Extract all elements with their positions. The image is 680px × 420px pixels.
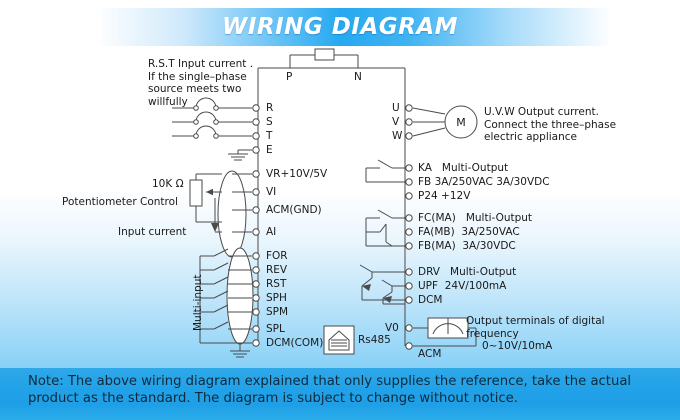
terminal-name-p24: P24 <box>418 190 438 202</box>
terminal-label-acm-gnd: ACM(GND) <box>266 204 322 216</box>
terminal-label-e: E <box>266 144 273 156</box>
terminal-label-v: V <box>392 116 400 128</box>
terminal-label-ai: AI <box>266 226 277 238</box>
terminal-spec-fc-ma: Multi-Output <box>465 212 533 224</box>
terminal-spec-fa-mb: 3A/250VAC <box>461 226 520 238</box>
terminal-label-dcm-com: DCM(COM) <box>266 337 324 349</box>
wiring-diagram: M R.S.T Input current .If the single–pha… <box>0 46 680 368</box>
note-text: Note: The above wiring diagram explained… <box>28 374 632 406</box>
motor-symbol-text: M <box>456 116 466 129</box>
multi-input-label: Multi-input <box>192 274 204 331</box>
terminal-label-sph: SPH <box>266 292 287 304</box>
rs485-label: Rs485 <box>358 334 391 346</box>
terminal-label-r: R <box>266 102 274 114</box>
terminal-label-t: T <box>266 130 273 142</box>
terminal-label-s: S <box>266 116 273 128</box>
terminal-name-drv: DRV <box>418 266 440 278</box>
pot-resistor-label: 10K Ω <box>152 178 184 190</box>
header-banner <box>0 8 680 46</box>
terminal-label-rst: RST <box>266 278 287 290</box>
terminal-label-w: W <box>392 130 403 142</box>
terminal-label-spl: SPL <box>266 323 285 335</box>
motor-note-label: U.V.W Output current.Connect the three–p… <box>484 106 617 143</box>
terminal-label-p: P <box>286 71 293 83</box>
input-note-label: R.S.T Input current .If the single–phase… <box>148 58 254 108</box>
terminal-name-fc-ma: FC(MA) <box>418 212 456 224</box>
terminal-spec-drv: Multi-Output <box>450 266 517 278</box>
terminal-label-v0: V0 <box>385 322 399 334</box>
terminal-label-vi: VI <box>266 186 277 198</box>
terminal-label-fa-mb: FA(MB) 3A/250VAC <box>418 226 520 239</box>
terminal-spec-ka: Multi-Output <box>441 162 509 174</box>
page-title: WIRING DIAGRAM <box>221 14 459 40</box>
terminal-label-upf: UPF 24V/100mA <box>418 280 506 293</box>
terminal-label-rev: REV <box>266 264 288 276</box>
meter-note-line2: frequency <box>466 327 519 340</box>
terminal-spec-p24: +12V <box>441 190 471 202</box>
meter-note-line1: Output terminals of digital <box>466 315 605 327</box>
terminal-label-drv: DRV Multi-Output <box>418 266 516 279</box>
pot-control-label: Potentiometer Control <box>62 196 178 208</box>
note-banner <box>0 368 680 420</box>
input-current-label: Input current <box>118 226 187 238</box>
terminal-name-ka: KA <box>418 162 432 174</box>
terminal-label-u: U <box>392 102 400 114</box>
terminal-label-p24: P24 +12V <box>418 190 470 203</box>
meter-note-line3: 0~10V/10mA <box>482 340 553 352</box>
terminal-spec-upf: 24V/100mA <box>444 280 507 292</box>
terminal-label-n: N <box>354 71 362 83</box>
terminal-label-vr: VR+10V/5V <box>266 168 328 180</box>
terminal-name-fa-mb: FA(MB) <box>418 226 455 238</box>
terminal-label-fb: FB 3A/250VAC 3A/30VDC <box>418 176 550 189</box>
terminal-label-acm: ACM <box>418 348 442 360</box>
meter-note-label: Output terminals of digital frequency 0~… <box>466 315 605 353</box>
terminal-label-fc-ma: FC(MA) Multi-Output <box>418 212 532 225</box>
wiring-schematic-svg: M <box>172 48 478 358</box>
terminal-spec-fb-ma: 3A/30VDC <box>462 240 516 252</box>
terminal-label-fb-ma: FB(MA) 3A/30VDC <box>418 240 516 253</box>
terminal-name-fb-ma: FB(MA) <box>418 240 456 252</box>
terminal-label-spm: SPM <box>266 306 289 318</box>
terminal-name-upf: UPF <box>418 280 439 292</box>
terminal-label-for: FOR <box>266 250 288 262</box>
terminal-label-dcm: DCM <box>418 294 443 306</box>
terminal-label-ka: KA Multi-Output <box>418 162 508 175</box>
terminal-name-fb: FB <box>418 176 432 188</box>
terminal-spec-fb: 3A/250VAC 3A/30VDC <box>434 176 550 188</box>
